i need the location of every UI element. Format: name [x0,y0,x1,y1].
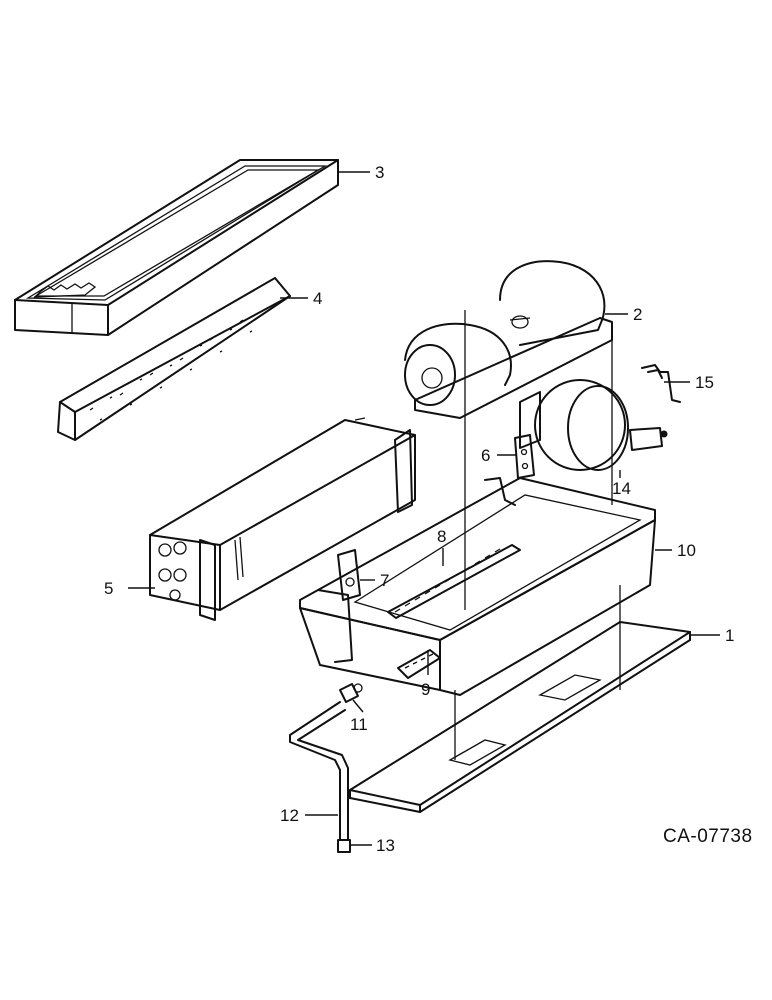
part-4-filter-element [57,277,291,441]
callout-9: 9 [421,680,430,699]
part-2-blower-assembly [404,260,613,419]
callout-12: 12 [280,806,299,825]
callout-7: 7 [380,571,389,590]
part-9-clamp [397,649,441,679]
callout-10: 10 [677,541,696,560]
callout-6: 6 [481,446,490,465]
callout-1: 1 [725,626,734,645]
part-11-hose-fitting [339,683,363,703]
callout-5: 5 [104,579,113,598]
part-7-bracket [337,549,361,601]
part-8-drip-rail [387,544,521,619]
part-3-filter-frame [14,159,339,336]
part-12-drain-hose [289,701,349,841]
callout-13: 13 [376,836,395,855]
callout-4: 4 [313,289,322,308]
leader-lines [128,171,720,846]
callout-15: 15 [695,373,714,392]
callout-2: 2 [633,305,642,324]
part-10-housing-tray [299,310,656,696]
part-1-mounting-plate [349,585,691,813]
part-15-bracket [641,364,681,403]
callout-14: 14 [612,479,631,498]
callout-8: 8 [437,527,446,546]
part-13-hose-end [337,839,351,853]
callout-3: 3 [375,163,384,182]
drawing-code: CA-07738 [663,826,753,847]
callout-11: 11 [350,715,368,734]
part-14-motor [519,379,668,471]
part-6-bracket [514,434,535,479]
part-5-evaporator-coil [149,417,416,621]
